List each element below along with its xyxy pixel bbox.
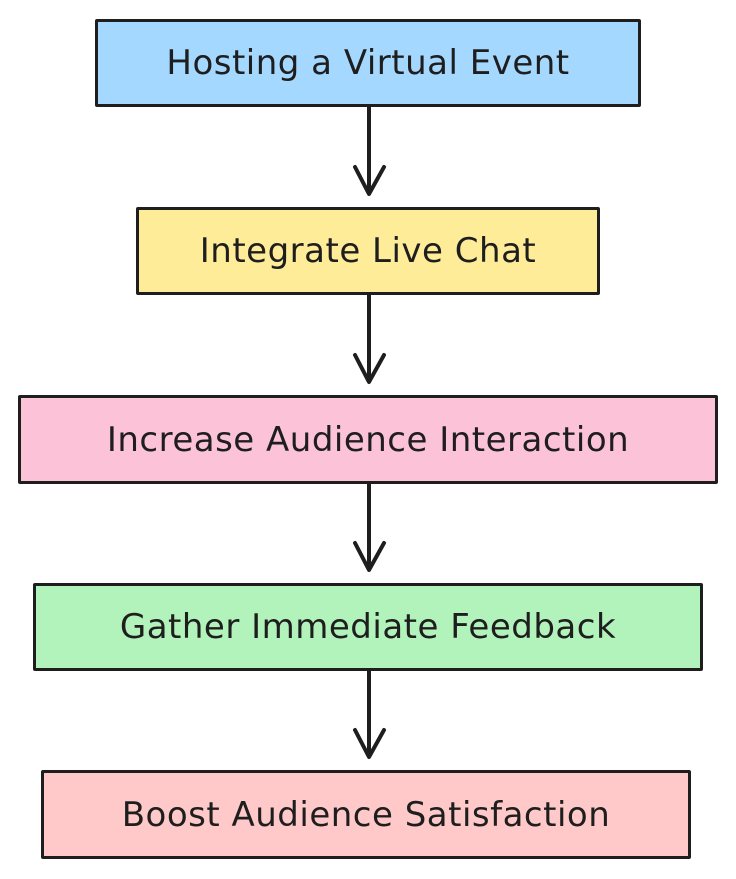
node-increase-audience-interaction[interactable]: Increase Audience Interaction (18, 395, 718, 484)
node-hosting-virtual-event[interactable]: Hosting a Virtual Event (95, 19, 641, 107)
node-boost-audience-satisfaction[interactable]: Boost Audience Satisfaction (41, 770, 691, 859)
node-integrate-live-chat[interactable]: Integrate Live Chat (136, 207, 600, 295)
arrow-feedback-to-satisfaction (353, 669, 386, 759)
node-label: Increase Audience Interaction (106, 419, 630, 460)
arrow-interaction-to-feedback (353, 482, 386, 572)
arrow-chat-to-interaction (353, 293, 386, 384)
node-label: Gather Immediate Feedback (119, 607, 617, 647)
node-label: Integrate Live Chat (199, 231, 537, 271)
arrow-hosting-to-chat (353, 105, 386, 196)
node-label: Boost Audience Satisfaction (121, 794, 611, 835)
node-gather-immediate-feedback[interactable]: Gather Immediate Feedback (33, 583, 703, 671)
node-label: Hosting a Virtual Event (166, 43, 570, 83)
